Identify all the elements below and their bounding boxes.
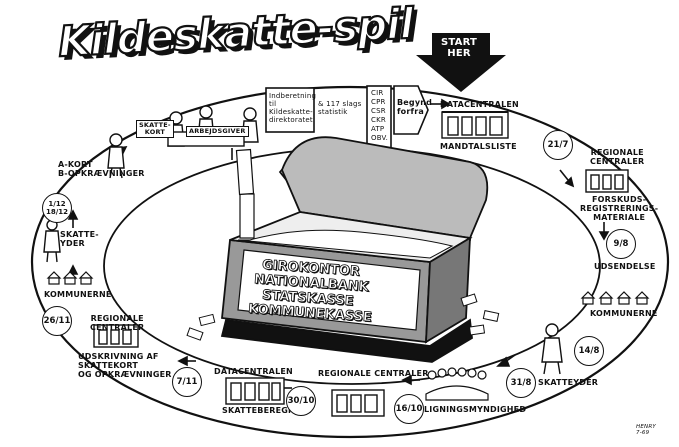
skattekort-sign-line-2: KORT — [144, 128, 166, 136]
rc-right-line-2: CENTRALER — [590, 157, 645, 166]
skatteyder-left-line-1: SKATTE- — [60, 230, 99, 239]
regional-building-right — [585, 169, 629, 193]
akort-figure — [107, 133, 125, 179]
skattekort-sign: SKATTE- KORT — [136, 120, 174, 138]
datacentralen-building-bottom — [225, 377, 285, 405]
date-16-10: 16/10 — [394, 394, 424, 424]
date-1-12-18-12: 1/12 18/12 — [42, 193, 72, 223]
udskrivning-line-3: OG OPKRÆVNINGER — [78, 370, 172, 379]
artist-signature: HENRY 7-69 — [636, 424, 656, 436]
scattered-cards — [186, 293, 500, 341]
treasure-chest — [220, 136, 489, 363]
indberetning-line-3: Kildeskatte- — [269, 108, 313, 116]
indberetning-line-1: Indberetning — [269, 92, 317, 100]
datacentralen-bottom-label: DATACENTRALEN — [214, 367, 293, 376]
forskud-line-3: MATERIALE — [593, 213, 646, 222]
kommunerne-right-label: KOMMUNERNE — [590, 309, 658, 318]
date-14-8: 14/8 — [574, 336, 604, 366]
regionale-centraler-left-label: REGIONALE CENTRALER — [90, 314, 144, 332]
akort-line-1: A-KORT — [58, 160, 93, 169]
forskud-line-1: FORSKUDS- — [592, 195, 647, 204]
mandtalsliste-label: MANDTALSLISTE — [440, 142, 517, 151]
register-cir: CIR — [371, 89, 384, 97]
skatteyder-figure-left — [43, 219, 61, 263]
datacentralen-building-top — [441, 111, 509, 139]
start-arrow — [416, 33, 506, 92]
akort-label: A-KORT B-OPKRÆVNINGER — [58, 160, 145, 178]
box-registers: CIR CPR CSR CKR ATP OBV. — [371, 89, 388, 143]
register-obv: OBV. — [371, 134, 389, 142]
box-registers-frame — [366, 85, 392, 149]
date-26-11: 26/11 — [42, 306, 72, 336]
begynd-line-2: forfra — [397, 107, 424, 116]
rc-right-line-1: REGIONALE — [590, 148, 644, 157]
rc-left-line-2: CENTRALER — [90, 323, 145, 332]
register-csr: CSR — [371, 107, 386, 115]
regionale-centraler-right-label: REGIONALE CENTRALER — [590, 148, 644, 166]
skatteyder-left-line-2: YDER — [60, 239, 85, 248]
ligningsmyndighed-label: LIGNINGSMYNDIGHED — [424, 405, 527, 414]
box-indberetning: Indberetning til Kildeskatte- direktorat… — [269, 92, 316, 124]
signature-line-2: 7-69 — [636, 430, 650, 436]
date-7-11: 7/11 — [172, 367, 202, 397]
skatteyder-bottom-label: SKATTEYDER — [538, 378, 599, 387]
regional-building-left — [93, 324, 139, 348]
statistik-line-2: statistik — [318, 108, 348, 116]
box-begynd-frame — [393, 85, 429, 135]
skatteyder-left-label: SKATTE- YDER — [60, 230, 99, 248]
udskrivning-label: UDSKRIVNING AF SKATTEKORT OG OPKRÆVNINGE… — [78, 352, 172, 379]
start-line1: START — [441, 37, 478, 48]
kommunerne-houses-right — [580, 291, 650, 305]
arbejdsgiver-sign: ARBEJDSGIVER — [186, 126, 249, 137]
indberetning-line-2: til — [269, 100, 277, 108]
regionale-centraler-bottom-label: REGIONALE CENTRALER — [318, 369, 429, 378]
start-label: START HER — [441, 37, 477, 59]
date-21-7: 21/7 — [543, 130, 573, 160]
udsendelse-label: UDSENDELSE — [594, 262, 656, 271]
kommunerne-left-label: KOMMUNERNE — [44, 290, 112, 299]
akort-line-2: B-OPKRÆVNINGER — [58, 169, 145, 178]
udskrivning-line-1: UDSKRIVNING AF — [78, 352, 159, 361]
regional-building-bottom — [331, 389, 385, 417]
flow-arrows — [67, 98, 610, 394]
datacentralen-top-label: DATACENTRALEN — [440, 100, 519, 109]
register-ckr: CKR — [371, 116, 386, 124]
skatteberegning-label: SKATTEBEREGNING — [222, 406, 312, 415]
begynd-line-1: Begynd — [397, 98, 433, 107]
rc-left-line-1: REGIONALE — [90, 314, 144, 323]
ligningsmyndighed-figures — [425, 367, 489, 401]
date-31-8: 31/8 — [506, 368, 536, 398]
box-begynd: Begynd forfra — [397, 98, 432, 116]
date-9-8: 9/8 — [606, 229, 636, 259]
kommunerne-houses-left — [46, 271, 94, 285]
signature-line-1: HENRY — [636, 424, 656, 430]
box-indberetning-frame — [265, 87, 315, 133]
register-atp: ATP — [371, 125, 385, 133]
date-1-12: 1/12 — [48, 200, 66, 208]
skattekort-sign-line-1: SKATTE- — [139, 121, 171, 129]
board-track-outer — [30, 85, 670, 439]
indberetning-line-4: direktoratet — [269, 116, 313, 124]
start-line2: HER — [447, 48, 471, 59]
box-statistik: & 117 slags statistik — [318, 100, 361, 116]
forskud-line-2: REGISTRERINGS- — [580, 204, 659, 213]
register-cpr: CPR — [371, 98, 386, 106]
udskrivning-line-2: SKATTEKORT — [78, 361, 138, 370]
date-30-10: 30/10 — [286, 386, 316, 416]
statistik-line-1: & 117 slags — [318, 100, 362, 108]
forskudsmateriale-label: FORSKUDS- REGISTRERINGS- MATERIALE — [580, 195, 658, 222]
date-18-12: 18/12 — [45, 208, 69, 216]
skatteyder-figure-right — [541, 323, 563, 375]
